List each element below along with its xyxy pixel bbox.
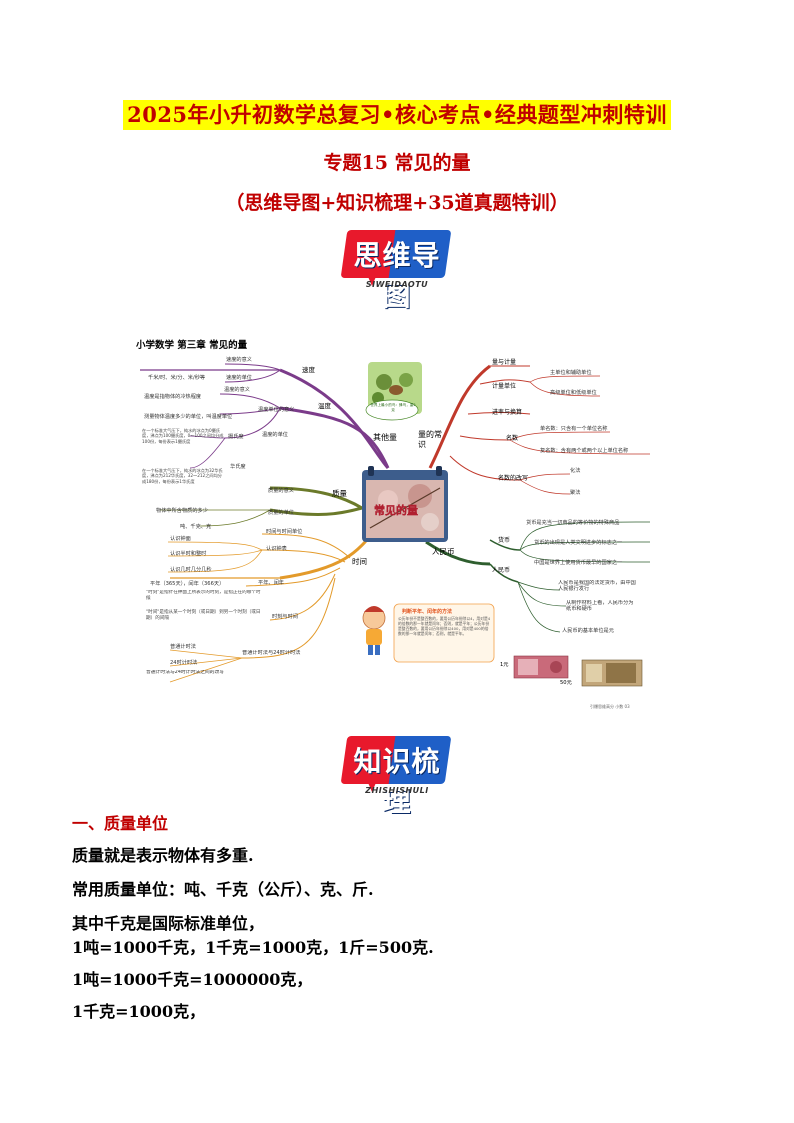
temp-celsius: 摄氏度: [228, 432, 244, 440]
time-item4: 时刻与时间: [272, 612, 298, 620]
knowledge-badge: 知识梳理 ZHISHISHULI: [340, 734, 452, 818]
section-1-line-1: 质量就是表示物体有多重.: [72, 846, 254, 865]
measure-item4: 名数: [506, 434, 518, 442]
measure-item5: 名数的改写: [498, 474, 528, 482]
temp-item2: 温度单位的意义: [258, 405, 294, 413]
rmb-item1-a: 货币是充当一切商品的等价物的特殊商品: [526, 518, 619, 526]
measure-item3: 进率与换算: [492, 408, 522, 416]
section-1-line-6: 1千克=1000克，: [72, 1002, 206, 1021]
mass-item2: 质量的单位: [268, 508, 294, 516]
time-item5: 普通计时法与24时计时法: [242, 650, 301, 656]
branch-measure: 量的常识: [418, 430, 442, 449]
speed-label: 速度: [302, 365, 316, 374]
section-1-line-2: 常用质量单位：吨、千克（公斤）、克、斤.: [72, 880, 374, 899]
rmb-item2-a: 人民币是我国的法定货币，由中国人民银行发行: [558, 580, 636, 593]
temp-celsius-note: 在一个标准大气压下，纯水的冰点为0摄氏度，沸点为100摄氏度，0～100之间均分…: [142, 428, 224, 444]
measure-item1: 量与计量: [492, 358, 516, 366]
page-title-wrap: 2025年小升初数学总复习•核心考点•经典题型冲刺特训: [0, 100, 794, 130]
time-item5-c: 普通计时法与24时计时法之间的改写: [146, 670, 225, 675]
bill-2-label: 50元: [560, 679, 572, 686]
banknote-50yuan-icon: [581, 659, 643, 687]
banknote-1yuan-icon: [513, 655, 569, 679]
time-item2-a: 认识钟面: [170, 534, 191, 542]
branch-mass: 质量: [332, 488, 347, 498]
mindmap-badge: 思维导图 SIWEIDAOTU: [340, 228, 452, 312]
measure-item2-a: 主单位和辅助单位: [550, 368, 592, 376]
temp-item2-note: 测量物体温度多少的单位，叫温度单位: [144, 412, 232, 420]
measure-item5-b: 聚法: [570, 488, 580, 496]
section-1-line-5: 1吨=1000千克=1000000克，: [72, 970, 313, 989]
mindmap-footer: 引爆思维高分 小数 03: [590, 703, 630, 709]
measure-item5-a: 化法: [570, 466, 580, 474]
branch-time: 时间: [352, 556, 367, 566]
time-item1: 时间与时间单位: [266, 527, 302, 535]
mass-item1: 质量的意义: [268, 486, 294, 494]
rmb-item1-b: 货币的出现是人类文明进步的标志之一: [534, 538, 622, 546]
branch-other: 其他量: [373, 432, 397, 442]
center-calendar: 常见的量: [362, 466, 448, 542]
section-1-line-4: 1吨=1000千克，1千克=1000克，1斤=500克.: [72, 938, 434, 957]
measure-item2-b: 高级单位和低级单位: [550, 388, 597, 396]
bird-bubble-text: 世界上最小的鸟：蜂鸟，重2克: [370, 403, 416, 412]
time-item4-a: "时刻"是指针在钟面上所表示的时刻，是指正在的哪个时候: [146, 590, 261, 601]
temp-item3: 温度的单位: [262, 430, 288, 438]
branch-rmb: 人民币: [432, 547, 455, 556]
temp-item1-note: 温度是指物体的冷热程度: [144, 392, 201, 400]
rmb-item1-c: 中国是世界上使用货币最早的国家之一: [534, 558, 622, 566]
mindmap-heading: 小学数学 第三章 常见的量: [135, 339, 248, 351]
temp-fahrenheit: 华氏度: [230, 462, 246, 470]
temp-fahrenheit-note: 在一个标准大气压下，纯水的冰点为32华氏度，沸点为212华氏度，32～212之间…: [142, 468, 223, 484]
time-item2: 认识钟表: [266, 544, 288, 552]
temp-item1: 温度的意义: [224, 385, 250, 393]
rmb-item2-b: 从制作材料上看，人民币分为纸币和硬币: [566, 600, 634, 613]
knowledge-badge-en: ZHISHISHULI: [365, 786, 429, 795]
mass-item1-note: 物体中所含物质的多少: [156, 506, 208, 514]
rmb-item1: 货币: [498, 536, 510, 544]
measure-item2: 计量单位: [492, 382, 516, 390]
time-item3: 平年、闰年: [258, 578, 284, 586]
mindmap-badge-text: 思维导图: [353, 239, 441, 312]
page-subtitle: 专题15 常见的量: [323, 152, 471, 174]
time-item5-a: 普通计时法: [170, 642, 196, 650]
rmb-note-body: 公历年份不是整百数的，要用公历年份除以4，用对是4的倍数的那一年就是闰年；否则，…: [398, 616, 491, 636]
rmb-note-title: 判断平年、闰年的方法: [402, 608, 452, 615]
rmb-item2-c: 人民币的基本单位是元: [562, 626, 614, 634]
mindmap-badge-en: SIWEIDAOTU: [365, 280, 429, 289]
mass-item2-note: 吨、千克、克: [180, 522, 211, 530]
bill-1-label: 1元: [500, 661, 509, 668]
page-subtitle-2: （思维导图+知识梳理+35道真题特训）: [225, 192, 569, 214]
time-item2-b: 认识半时和整时: [170, 549, 206, 557]
time-item2-c: 认识几时几分几秒: [170, 565, 212, 573]
time-item3-note: 平年（365天），闰年（366天）: [150, 579, 224, 587]
speed-item2-note: 千米/时、米/分、米/秒等: [148, 373, 205, 381]
section-1-heading: 一、质量单位: [72, 814, 169, 833]
knowledge-badge-text: 知识梳理: [353, 745, 441, 818]
section-1-line-3: 其中千克是国际标准单位，: [72, 914, 265, 933]
cartoon-boy-icon: [362, 606, 386, 655]
mindmap: 小学数学 第三章 常见的量 速度 速度的意义 速度的单位 千米/时、米/分、米/…: [135, 339, 651, 709]
measure-item4-a: 单名数：只含有一个单位名称: [540, 424, 607, 432]
rmb-item2: 人民币: [492, 567, 510, 574]
time-item4-b: "时间"是指从某一个时刻（或日期）到另一个时刻（或日期）的间隔: [146, 610, 261, 621]
speed-item2: 速度的单位: [226, 373, 252, 381]
temp-label: 温度: [318, 401, 332, 410]
measure-item4-b: 复名数：含有两个或两个以上单位名称: [540, 446, 628, 454]
center-title: 常见的量: [374, 503, 418, 517]
page-title: 2025年小升初数学总复习•核心考点•经典题型冲刺特训: [123, 100, 671, 130]
time-item5-b: 24时计时法: [170, 658, 197, 666]
speed-item1: 速度的意义: [226, 355, 252, 363]
